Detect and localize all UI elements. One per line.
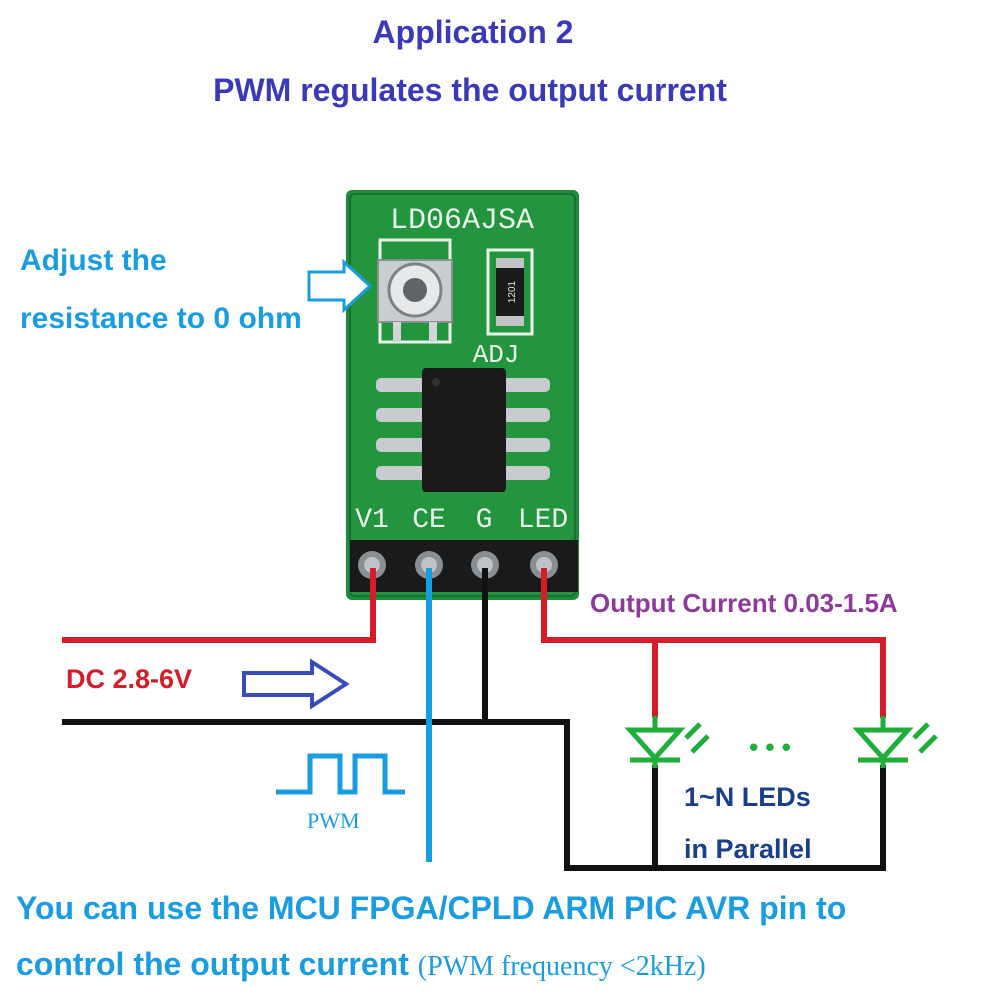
- led-driver-module: LD06AJSA 1201 ADJ: [346, 190, 579, 600]
- pin-label-led: LED: [518, 505, 568, 536]
- led-output-wire: [541, 568, 886, 718]
- page-title: Application 2: [372, 14, 574, 50]
- led-icon: [852, 716, 938, 768]
- led-icon: [624, 716, 710, 768]
- potentiometer-icon: [377, 238, 453, 344]
- adjust-arrow-icon: [307, 258, 373, 314]
- footer-line2: control the output current (PWM frequenc…: [16, 946, 706, 983]
- module-name: LD06AJSA: [390, 204, 534, 238]
- resistor-code: 1201: [507, 280, 518, 303]
- pwm-label: PWM: [307, 808, 360, 833]
- led-ellipsis: • • •: [749, 732, 791, 762]
- adjust-label-line1: Adjust the: [20, 244, 167, 277]
- output-current-label: Output Current 0.03-1.5A: [590, 588, 898, 618]
- adjust-label-line2: resistance to 0 ohm: [20, 302, 302, 335]
- footer-line2-bold: control the output current: [16, 946, 409, 982]
- resistor-icon: 1201: [486, 248, 534, 336]
- page-subtitle: PWM regulates the output current: [213, 72, 727, 108]
- leds-label-line2: in Parallel: [684, 834, 812, 864]
- led-return-wire: [485, 719, 886, 871]
- leds-label-line1: 1~N LEDs: [684, 782, 811, 812]
- input-arrow-icon: [242, 658, 350, 710]
- adj-label: ADJ: [473, 340, 520, 370]
- footer-line2-note: (PWM frequency <2kHz): [417, 951, 706, 982]
- pin-header: [350, 540, 578, 592]
- pwm-waveform-icon: [276, 753, 405, 795]
- dc-input-label: DC 2.8-6V: [66, 664, 193, 694]
- ic-chip-icon: [376, 368, 550, 492]
- input-positive-wire: [62, 568, 376, 643]
- pin-label-ce: CE: [412, 505, 446, 536]
- footer-line1: You can use the MCU FPGA/CPLD ARM PIC AV…: [16, 890, 847, 926]
- pin-label-g: G: [476, 505, 493, 536]
- pin-label-v1: V1: [355, 505, 389, 536]
